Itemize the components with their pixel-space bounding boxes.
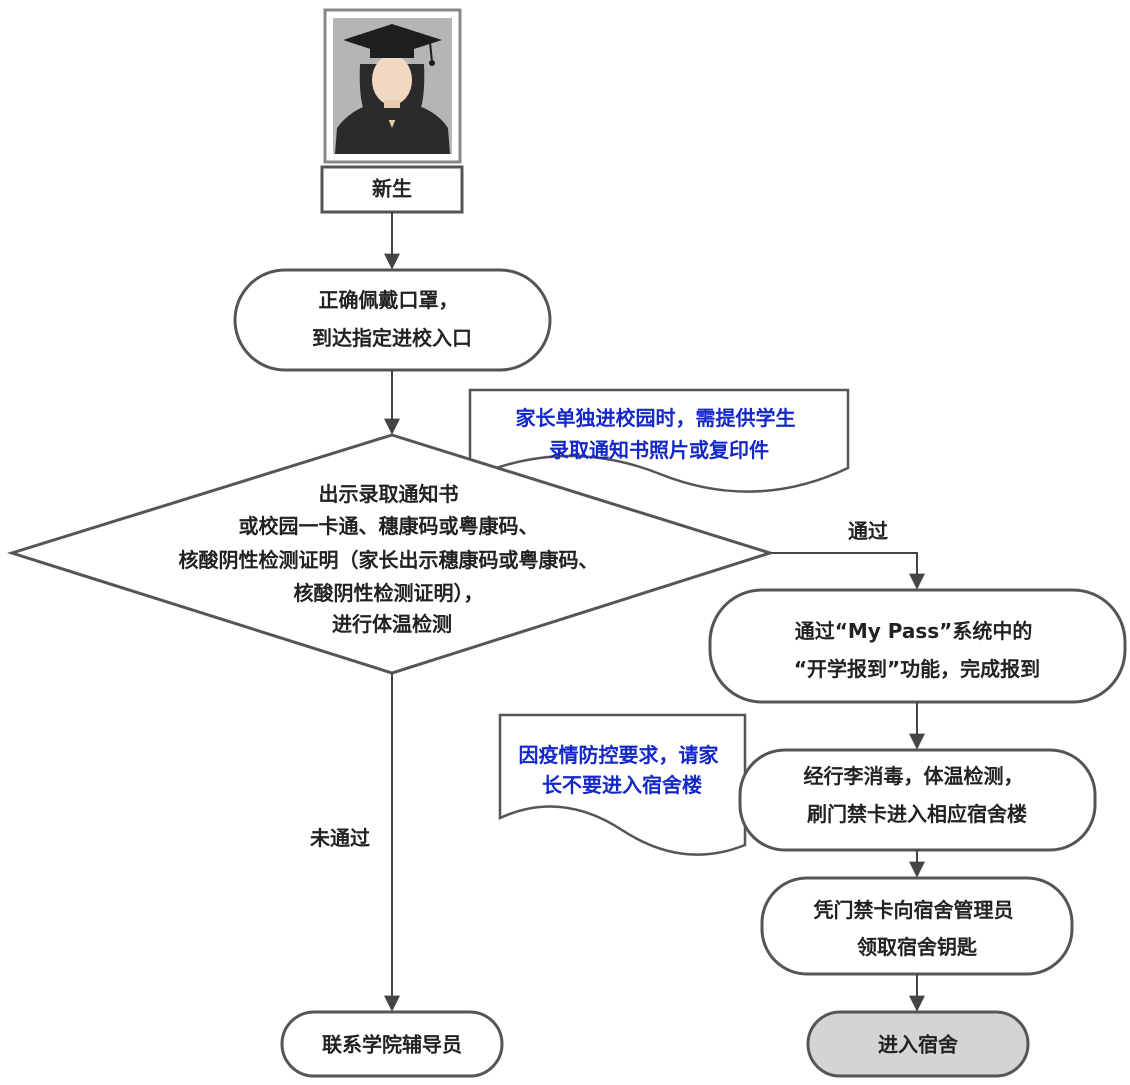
svg-text:正确佩戴口罩， 到达指定进校入口: 正确佩戴口罩， 到达指定进校入口 — [312, 288, 472, 350]
node-check-line-5: 进行体温检测 — [332, 612, 452, 636]
edge-label-fail: 未通过 — [310, 826, 370, 850]
node-mask-line-2: 到达指定进校入口 — [312, 326, 472, 350]
note-parent-dorm-line-2: 长不要进入宿舍楼 — [542, 773, 702, 797]
node-mask-line-1: 正确佩戴口罩， — [319, 288, 459, 312]
svg-text:凭门禁卡向宿舍管理员 领取宿舍钥匙: 凭门禁卡向宿舍管理员 领取宿舍钥匙 — [813, 898, 1021, 959]
node-check-decision: 出示录取通知书 或校园一卡通、穗康码或粤康码、 核酸阴性检测证明（家长出示穗康码… — [6, 433, 775, 675]
node-keys-line-1: 凭门禁卡向宿舍管理员 — [813, 898, 1014, 922]
node-check-line-3: 核酸阴性检测证明（家长出示穗康码或粤康码、 — [179, 548, 599, 572]
node-counselor: 联系学院辅导员 — [280, 1010, 504, 1078]
node-keys: 凭门禁卡向宿舍管理员 领取宿舍钥匙 — [760, 876, 1074, 976]
svg-text:家长单独进校园时，需提供学生 录取通知书照片或复: 家长单独进校园时，需提供学生 录取通知书照片或复印件 — [516, 406, 803, 462]
node-mypass: 通过“My Pass”系统中的 “开学报到”功能，完成报到 — [708, 588, 1127, 704]
student-avatar-icon — [323, 8, 462, 164]
svg-text:通过“My Pass”系统中的 “开学报到”功能: 通过“My Pass”系统中的 “开学报到”功能，完成报到 — [794, 619, 1040, 681]
node-counselor-label: 联系学院辅导员 — [322, 1033, 462, 1057]
node-student-label: 新生 — [372, 177, 412, 201]
node-keys-line-2: 领取宿舍钥匙 — [857, 935, 978, 959]
svg-text:出示录取通知书 或校园一卡通、穗康码或粤康码、: 出示录取通知书 或校园一卡通、穗康码或粤康码、 核酸阴性检测证明（家长出示穗康码… — [179, 482, 606, 636]
note-parent-campus: 家长单独进校园时，需提供学生 录取通知书照片或复印件 — [468, 388, 850, 493]
edges — [384, 212, 925, 1012]
note-parent-dorm: 因疫情防控要求，请家 长不要进入宿舍楼 — [498, 713, 747, 856]
note-parent-campus-line-2: 录取通知书照片或复印件 — [549, 438, 769, 462]
node-disinfect-line-2: 刷门禁卡进入相应宿舍楼 — [807, 802, 1027, 826]
node-dorm-label: 进入宿舍 — [878, 1033, 959, 1057]
note-parent-dorm-line-1: 因疫情防控要求，请家 — [519, 743, 720, 767]
node-disinfect: 经行李消毒，体温检测， 刷门禁卡进入相应宿舍楼 — [738, 748, 1097, 852]
node-mypass-line-1: 通过“My Pass”系统中的 — [795, 619, 1033, 643]
node-check-line-4: 核酸阴性检测证明）， — [294, 581, 484, 605]
edge-check-to-mypass — [770, 552, 925, 590]
node-student: 新生 — [320, 165, 464, 214]
node-disinfect-line-1: 经行李消毒，体温检测， — [804, 764, 1024, 788]
node-mask-entrance: 正确佩戴口罩， 到达指定进校入口 — [233, 268, 552, 372]
note-parent-campus-line-1: 家长单独进校园时，需提供学生 — [516, 406, 796, 430]
edge-label-pass: 通过 — [848, 519, 888, 543]
node-mypass-line-2: “开学报到”功能，完成报到 — [794, 657, 1040, 681]
node-check-line-1: 出示录取通知书 — [319, 482, 459, 506]
svg-text:经行李消毒，体温检测， 刷门禁卡进入相应宿舍楼: 经行李消毒，体温检测， 刷门禁卡进入相应宿舍楼 — [804, 764, 1031, 826]
node-dorm: 进入宿舍 — [806, 1010, 1030, 1078]
node-check-line-2: 或校园一卡通、穗康码或粤康码、 — [239, 514, 539, 538]
svg-text:因疫情防控要求，请家 长不要进入宿舍楼: 因疫情防控要求，请家 长不要进入宿舍楼 — [519, 743, 726, 797]
